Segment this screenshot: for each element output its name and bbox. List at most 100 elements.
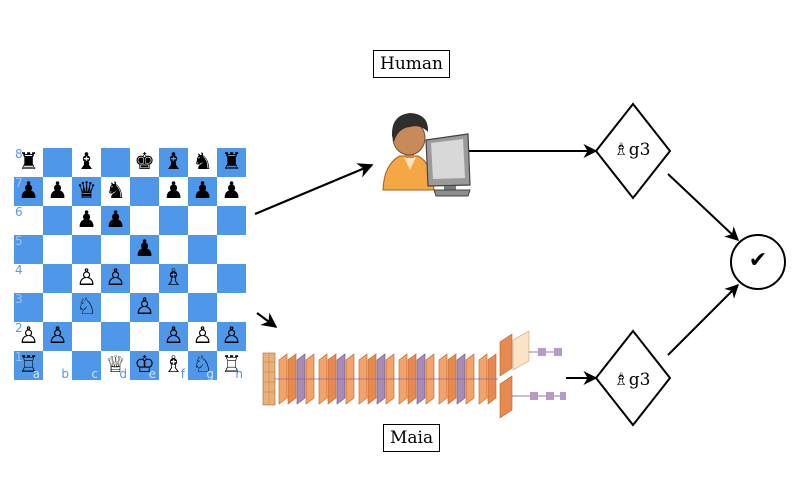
board-square: ♟	[130, 235, 159, 264]
board-square: ♙	[72, 264, 101, 293]
rank-label: 7	[15, 176, 23, 190]
chess-piece: ♜	[18, 149, 39, 175]
board-square: ♙	[217, 322, 246, 351]
file-label: h	[235, 367, 243, 381]
board-square	[43, 264, 72, 293]
chess-piece: ♝	[76, 149, 97, 175]
board-square: 6	[14, 206, 43, 235]
board-square	[43, 206, 72, 235]
chess-piece: ♟	[163, 178, 184, 204]
rank-label: 4	[15, 263, 23, 277]
board-square: ♗	[159, 264, 188, 293]
board-square: c	[72, 351, 101, 380]
board-square: ♞	[101, 177, 130, 206]
file-label: e	[148, 367, 156, 381]
human-move-label: ♗g3	[613, 140, 651, 160]
board-square: ♞	[188, 148, 217, 177]
board-square	[72, 235, 101, 264]
chess-piece: ♗	[163, 265, 184, 291]
result-circle	[730, 234, 786, 290]
rank-label: 3	[15, 292, 23, 306]
rank-label: 5	[15, 234, 23, 248]
board-square	[130, 322, 159, 351]
board-square	[188, 206, 217, 235]
chess-piece: ♙	[18, 323, 39, 349]
move-diamond-bottom	[594, 329, 672, 427]
board-square: ♛	[72, 177, 101, 206]
file-label: g	[206, 367, 214, 381]
board-square	[130, 177, 159, 206]
board-square	[188, 264, 217, 293]
chess-piece: ♔	[134, 352, 155, 378]
arrow-move-bottom-to-result	[667, 284, 739, 356]
arrow-board-to-human	[254, 163, 374, 216]
board-square: 5	[14, 235, 43, 264]
chess-piece: ♛	[76, 178, 97, 204]
chess-piece: ♟	[192, 178, 213, 204]
chess-piece: ♜	[221, 149, 242, 175]
board-square: ♟	[72, 206, 101, 235]
checkmark-icon: ✔	[748, 248, 768, 273]
board-square: ♜8	[14, 148, 43, 177]
chess-piece: ♟	[76, 207, 97, 233]
board-square: ♘g	[188, 351, 217, 380]
board-square	[43, 148, 72, 177]
move-diamond-top	[594, 102, 672, 200]
rank-label: 8	[15, 147, 23, 161]
board-square	[217, 264, 246, 293]
chess-piece: ♙	[134, 294, 155, 320]
board-square: ♟	[188, 177, 217, 206]
board-square	[43, 293, 72, 322]
board-square: ♙2	[14, 322, 43, 351]
arrow-board-to-maia	[256, 312, 278, 328]
board-square: ♚	[130, 148, 159, 177]
chess-piece: ♖	[221, 352, 242, 378]
board-square	[130, 206, 159, 235]
file-label: f	[180, 367, 185, 381]
arrow-move-top-to-result	[667, 173, 740, 241]
maia-move-label: ♗g3	[613, 370, 651, 390]
board-square	[217, 293, 246, 322]
chess-piece: ♟	[18, 178, 39, 204]
file-label: d	[119, 367, 127, 381]
board-square	[159, 206, 188, 235]
chess-piece: ♞	[105, 178, 126, 204]
rank-label: 2	[15, 321, 23, 335]
chess-piece: ♙	[105, 265, 126, 291]
chess-piece: ♙	[192, 323, 213, 349]
board-square	[159, 235, 188, 264]
maia-label: Maia	[383, 424, 441, 452]
chess-piece: ♙	[163, 323, 184, 349]
chess-piece: ♖	[18, 352, 39, 378]
board-square: ♟7	[14, 177, 43, 206]
board-square: ♟	[43, 177, 72, 206]
board-square	[101, 235, 130, 264]
chess-piece: ♝	[163, 149, 184, 175]
board-square	[101, 322, 130, 351]
person-at-computer-icon	[382, 113, 471, 197]
board-square: ♙	[101, 264, 130, 293]
board-square: b	[43, 351, 72, 380]
board-square	[188, 235, 217, 264]
board-square: ♙	[43, 322, 72, 351]
board-square: 3	[14, 293, 43, 322]
board-square: ♔e	[130, 351, 159, 380]
file-label: a	[32, 367, 40, 381]
rank-label: 6	[15, 205, 23, 219]
board-square	[159, 293, 188, 322]
board-square: ♘	[72, 293, 101, 322]
board-square	[101, 148, 130, 177]
board-square: ♕d	[101, 351, 130, 380]
board-square: ♙	[159, 322, 188, 351]
chess-piece: ♟	[221, 178, 242, 204]
board-square: ♗f	[159, 351, 188, 380]
chess-piece: ♘	[76, 294, 97, 320]
human-label: Human	[373, 50, 450, 78]
board-square	[101, 293, 130, 322]
board-square	[188, 293, 217, 322]
board-square: ♝	[159, 148, 188, 177]
